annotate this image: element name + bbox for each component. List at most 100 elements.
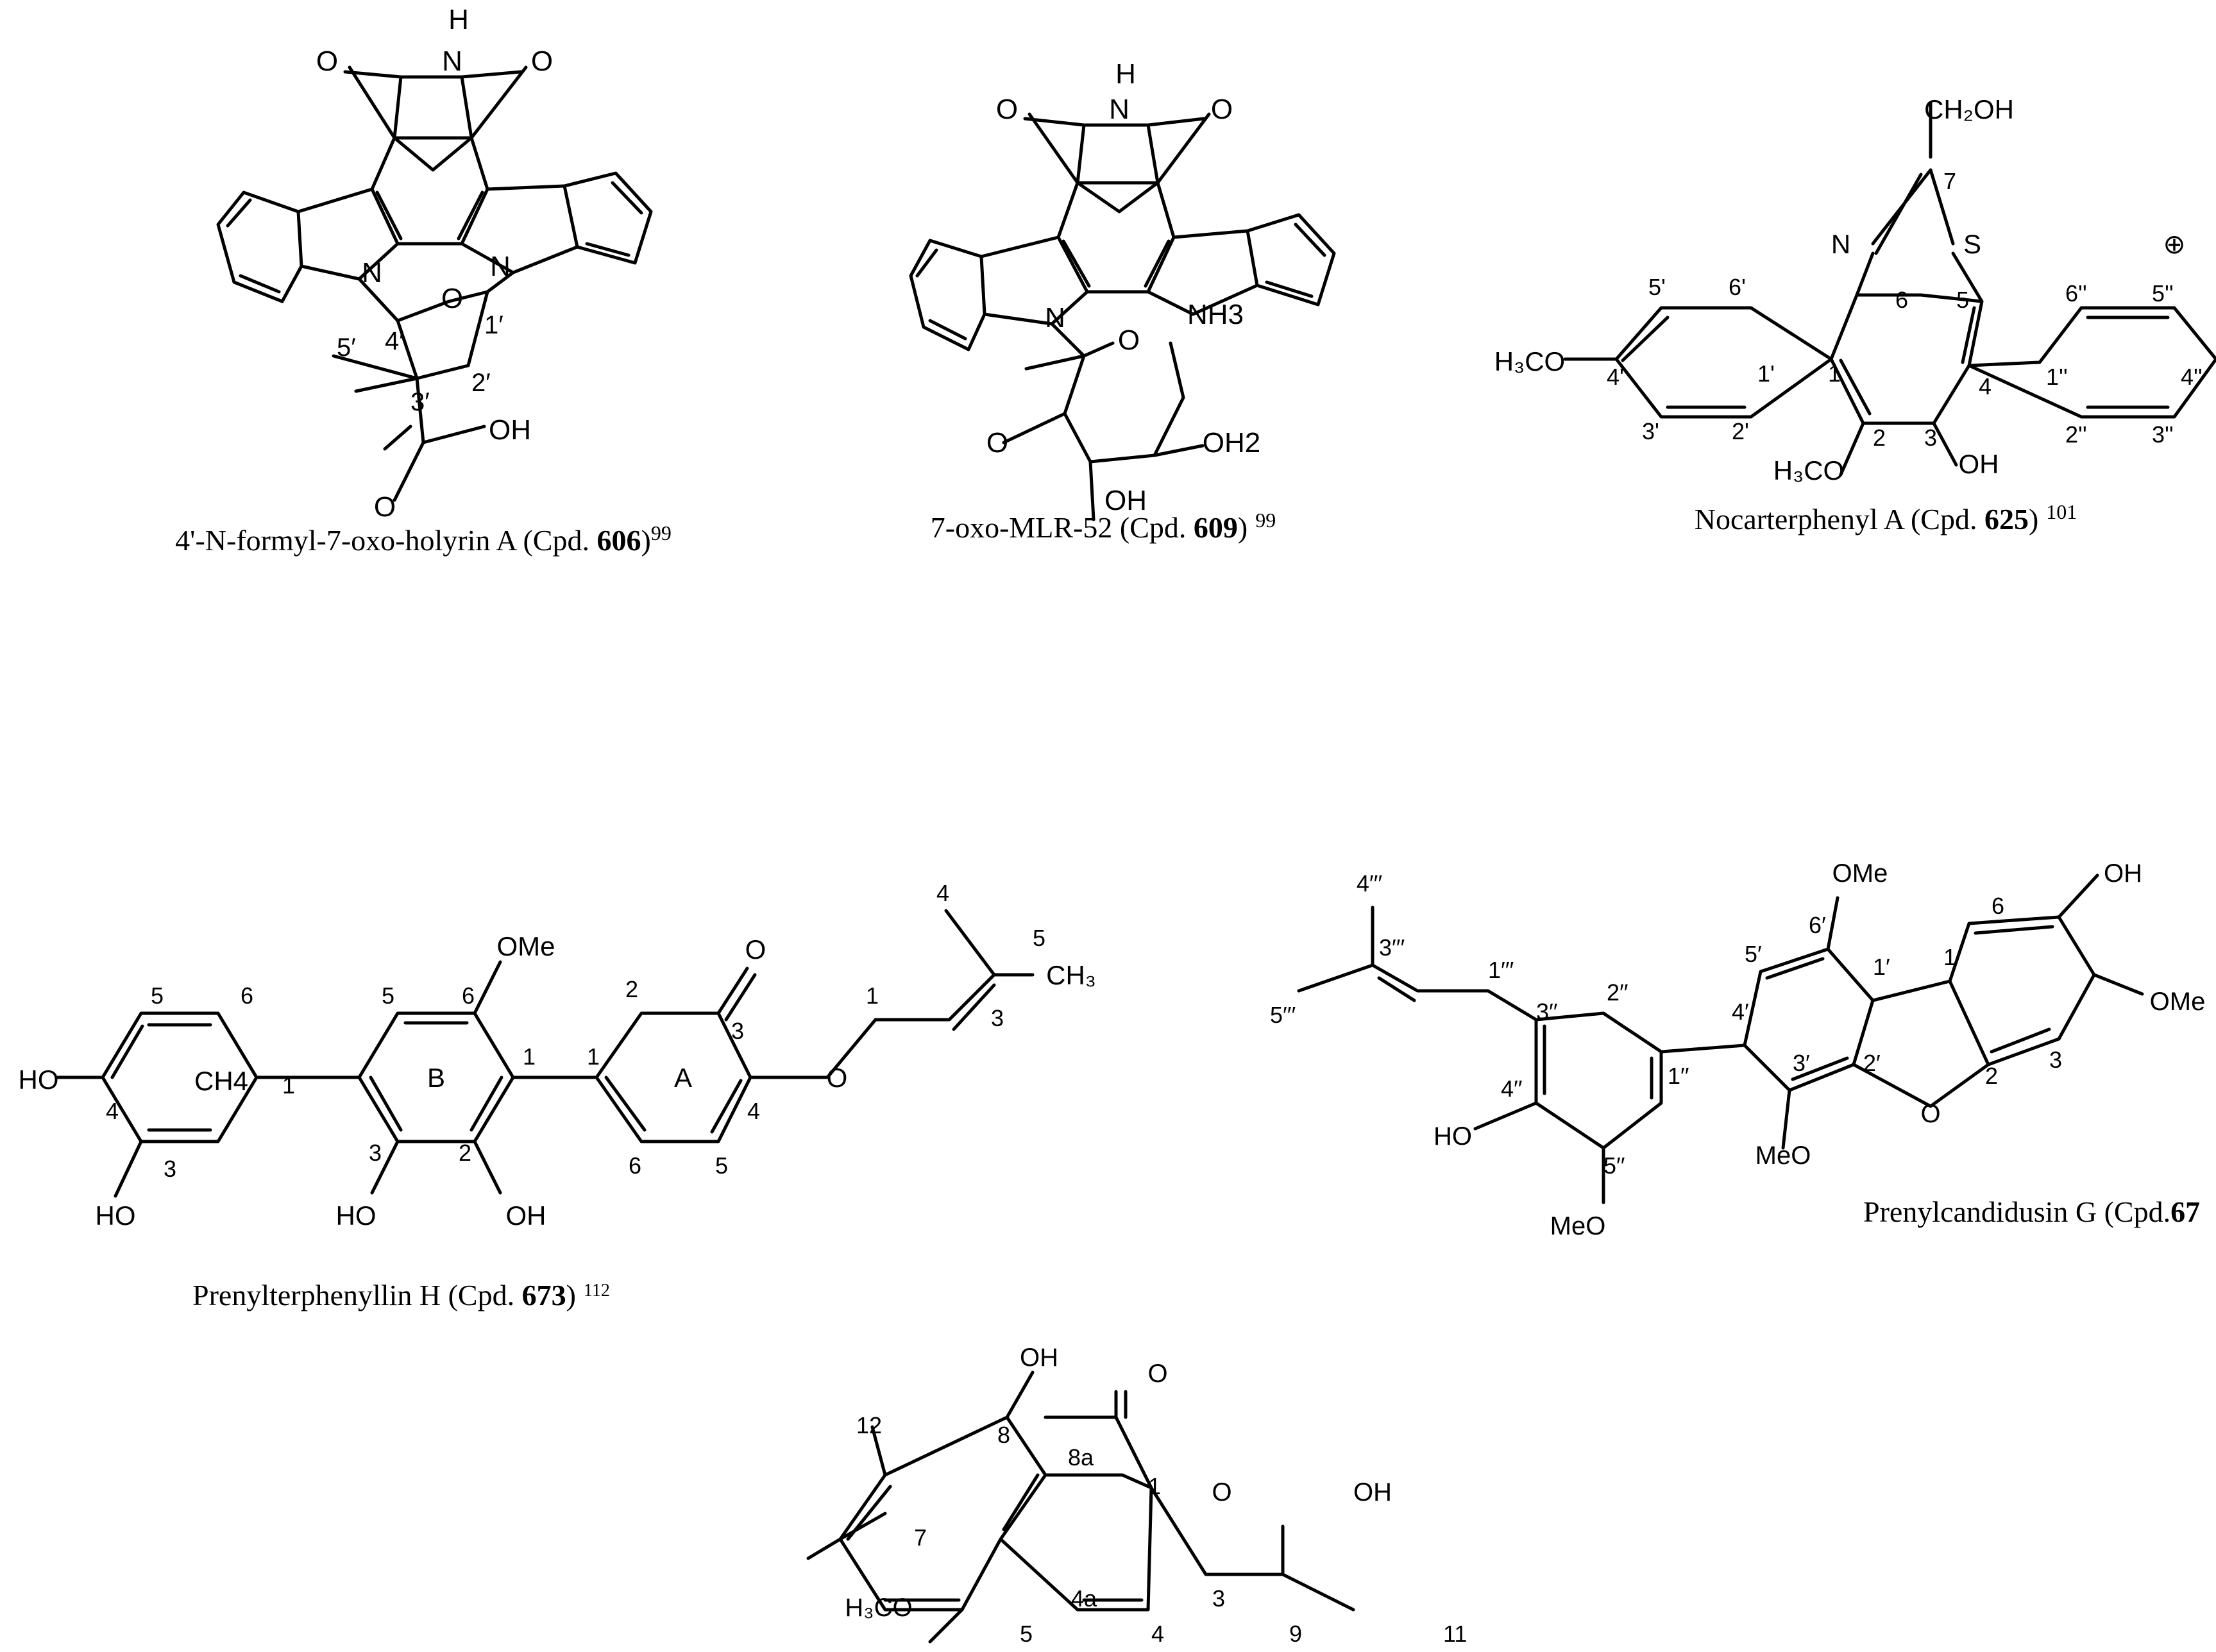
locant: 4′: [1732, 999, 1749, 1025]
atom-O: O: [1212, 1478, 1231, 1506]
locant: 3: [1924, 425, 1937, 451]
atom-H3CO: H₃CO: [1494, 346, 1565, 376]
locant: 3'': [2152, 421, 2174, 448]
locant: 6: [1992, 893, 2004, 919]
locant: 1: [1943, 944, 1956, 970]
atom-H: H: [1115, 58, 1136, 90]
locant: 1: [523, 1043, 536, 1070]
atom-O: O: [531, 46, 553, 77]
locant: 4′: [385, 327, 404, 355]
locant: 4'': [2181, 364, 2203, 390]
locant: 4: [1151, 1621, 1164, 1647]
locant: 3: [1212, 1585, 1225, 1612]
locant: 2′: [471, 369, 491, 397]
locant: 1: [866, 982, 879, 1009]
bonds-606: [216, 65, 653, 502]
locant: 4′′: [1501, 1075, 1523, 1102]
locant: 8a: [1068, 1444, 1094, 1471]
locant: 1: [587, 1043, 600, 1070]
locant: 3: [2049, 1047, 2062, 1073]
atom-HO: HO: [19, 1065, 59, 1095]
atom-O: O: [1211, 94, 1233, 125]
locant: 6′: [1809, 912, 1826, 938]
locant: 5′′′: [1270, 1002, 1296, 1028]
locant: 2′: [1863, 1050, 1881, 1076]
locant: 5: [151, 982, 164, 1009]
locant: 1: [282, 1072, 295, 1099]
locant: 6'': [2065, 280, 2087, 307]
locant: 1′: [484, 311, 503, 339]
bonds-673: [56, 909, 1035, 1198]
locant: 1′′: [1668, 1063, 1689, 1089]
atom-OH: OH: [489, 414, 531, 446]
atom-OH: OH: [1959, 449, 1999, 479]
atom-O: O: [374, 491, 396, 523]
locant: 4′′′: [1357, 870, 1383, 897]
caption-606: 4'-N-formyl-7-oxo-holyrin A (Cpd. 606)99: [175, 521, 672, 557]
locant: 4: [936, 880, 949, 906]
locant: 5'': [2152, 280, 2174, 307]
atom-O: O: [1920, 1100, 1940, 1128]
atom-O: O: [316, 46, 338, 77]
atom-OH2: OH2: [1203, 427, 1260, 459]
locant: 5′′: [1603, 1152, 1625, 1179]
locant: 12: [856, 1412, 882, 1438]
locant: 5′: [1745, 941, 1762, 967]
atom-OMe: OMe: [2150, 988, 2206, 1016]
structure-606: H N O O N N O OH O 4′ 5′ 3′ 2′ 1′ 4'-N-f…: [175, 4, 672, 557]
atom-OH: OH: [1104, 485, 1147, 516]
locant: 4: [106, 1098, 119, 1124]
locant: 1′: [1873, 954, 1890, 980]
atom-N: N: [362, 257, 382, 289]
locant: 6: [629, 1152, 641, 1179]
locant: 3′: [1793, 1050, 1810, 1076]
locant: 2'': [2065, 421, 2087, 448]
atom-O: O: [986, 427, 1008, 459]
atom-N: N: [1109, 94, 1129, 125]
locant: 1': [1757, 360, 1775, 387]
caption-609: 7-oxo-MLR-52 (Cpd. 609)99: [931, 509, 1276, 544]
atom-O: O: [1147, 1360, 1167, 1388]
bonds-609: [909, 112, 1336, 521]
locant: 5: [382, 982, 394, 1009]
locant: 6: [241, 982, 253, 1009]
bonds-625: [1563, 101, 2216, 476]
locant: 4': [1607, 364, 1624, 390]
ring-label: B: [427, 1063, 445, 1093]
locant: 4: [1979, 373, 1992, 400]
ring-label: A: [674, 1063, 692, 1093]
atom-HO: HO: [336, 1201, 376, 1231]
atom-O: O: [996, 94, 1018, 125]
atom-O: O: [441, 283, 463, 314]
charge-icon: ⊕: [2163, 229, 2185, 259]
locant: 3: [991, 1005, 1004, 1031]
atom-OH: OH: [506, 1201, 546, 1231]
atom-OMe: OMe: [1832, 859, 1888, 888]
locant: 3′′: [1536, 999, 1558, 1025]
atom-N: N: [1831, 229, 1850, 259]
locant: 6: [1895, 287, 1908, 313]
locant: 5: [715, 1152, 728, 1179]
atom-H3CO: H₃CO: [845, 1594, 912, 1622]
bonds-prenylcandidusin: [1297, 873, 2144, 1204]
atom-OH: OH: [1020, 1344, 1058, 1372]
locant: 6': [1729, 274, 1746, 300]
caption-625: Nocarterphenyl A (Cpd. 625)101: [1695, 500, 2077, 535]
locant: 7: [914, 1524, 927, 1551]
caption-prenylcandidusin: Prenylcandidusin G (Cpd.67: [1863, 1195, 2200, 1228]
locant: 3': [1642, 418, 1659, 444]
atom-NH3: NH3: [1187, 299, 1244, 330]
structure-625: CH₂OH N S H₃CO H₃CO OH ⊕ 7 6 5 1 4 2 3 5…: [1494, 94, 2216, 535]
locant: 2′′: [1607, 979, 1628, 1006]
atom-OMe: OMe: [496, 931, 555, 961]
locant: 1'': [2046, 364, 2068, 390]
structure-609: H N O O N NH3 O OH2 OH O 7-oxo-MLR-52 (C…: [909, 58, 1336, 544]
locant: 3: [369, 1140, 382, 1166]
atom-HO: HO: [96, 1201, 136, 1231]
atom-O: O: [1118, 324, 1140, 356]
locant: 9: [1289, 1621, 1302, 1647]
locant: 8: [997, 1422, 1010, 1448]
atom-S: S: [1963, 229, 1981, 259]
atom-MeO: MeO: [1755, 1142, 1811, 1170]
atom-H: H: [448, 4, 469, 35]
